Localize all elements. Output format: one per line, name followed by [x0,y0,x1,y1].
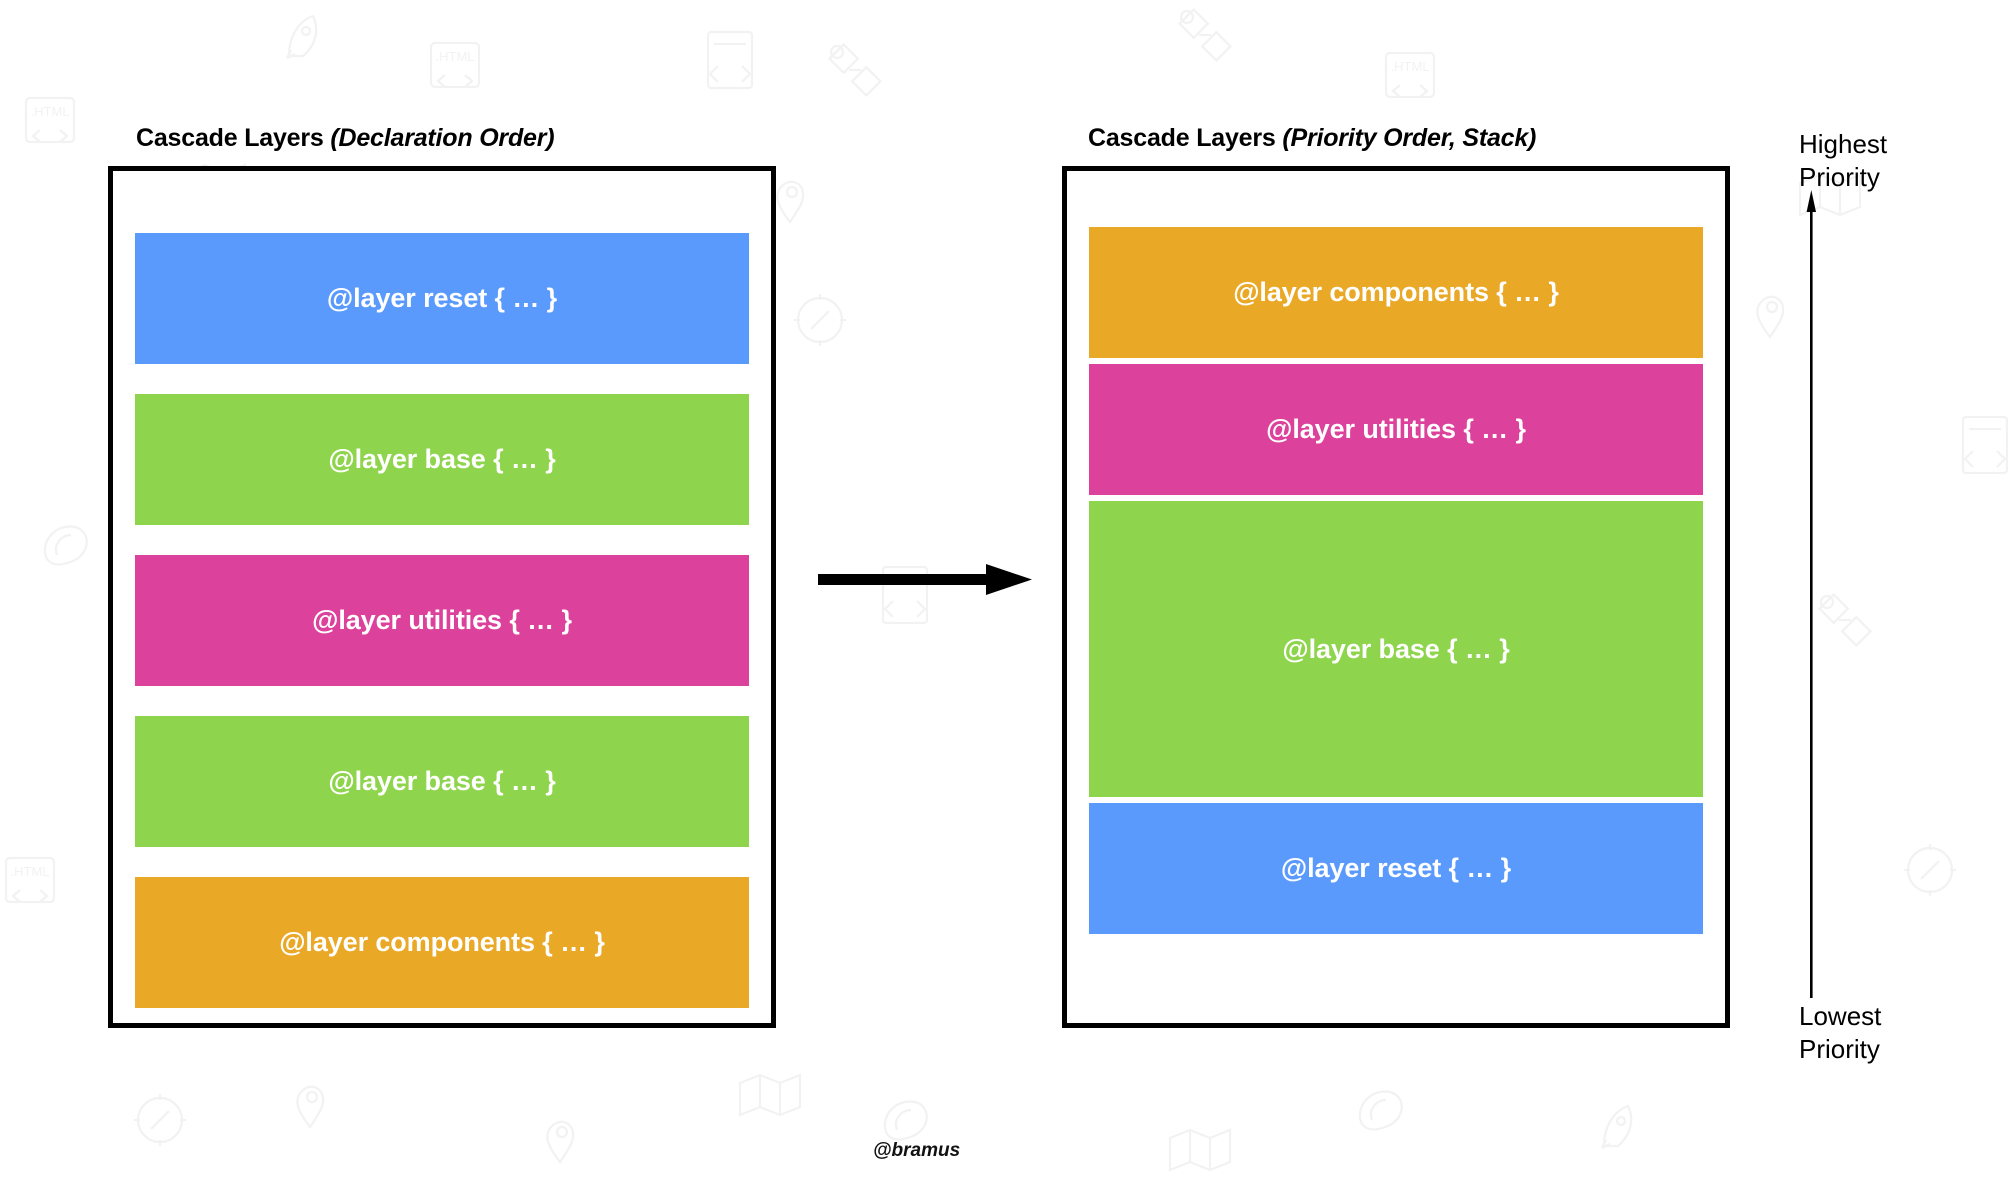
priority-axis-arrow-up-icon [1806,190,1816,998]
layer-bar: @layer components { … } [1089,227,1703,358]
right-panel-title-main: Cascade Layers [1088,124,1283,152]
layer-bar-label: @layer reset { … } [326,283,558,313]
left-panel-title: Cascade Layers (Declaration Order) [136,124,555,153]
layer-bar: @layer utilities { … } [135,555,749,686]
priority-order-stack: @layer components { … } @layer utilities … [1062,166,1730,1028]
layer-bar-label: @layer reset { … } [1280,853,1512,883]
left-panel-title-parenthetical: (Declaration Order) [330,124,555,152]
layer-bar: @layer utilities { … } [1089,364,1703,495]
highest-priority-label-line1: Highest [1799,129,1888,159]
left-panel-title-main: Cascade Layers [136,124,331,152]
layer-bar: @layer base { … } [1089,501,1703,797]
declaration-order-stack: @layer reset { … } @layer base { … } @laye… [108,166,776,1028]
layer-bar-label: @layer base { … } [328,444,556,474]
layer-bar: @layer reset { … } [135,233,749,364]
layer-bar: @layer base { … } [135,716,749,847]
layer-bar-label: @layer components { … } [279,927,605,957]
layer-bar-label: @layer base { … } [328,766,556,796]
highest-priority-label: Highest Priority [1799,128,1887,195]
layer-bar-label: @layer base { … } [1282,633,1510,664]
layer-bar-label: @layer components { … } [1233,277,1559,307]
right-panel-title: Cascade Layers (Priority Order, Stack) [1088,124,1536,153]
right-panel-title-parenthetical: (Priority Order, Stack) [1282,124,1537,152]
layer-bar: @layer reset { … } [1089,803,1703,934]
author-credit: @bramus [873,1140,961,1161]
lowest-priority-label-line2: Priority [1799,1034,1880,1065]
layer-bar: @layer components { … } [135,877,749,1008]
priority-order-layer-list: @layer components { … } @layer utilities … [1089,171,1703,1023]
highest-priority-label-line2: Priority [1799,162,1880,193]
layer-bar-label: @layer utilities { … } [1266,414,1526,444]
declaration-order-layer-list: @layer reset { … } @layer base { … } @laye… [135,171,749,1023]
arrow-right-icon [818,564,1032,595]
lowest-priority-label-line1: Lowest [1799,1001,1882,1031]
layer-bar: @layer base { … } [135,394,749,525]
layer-bar-label: @layer utilities { … } [312,605,572,635]
lowest-priority-label: Lowest Priority [1799,1000,1881,1067]
